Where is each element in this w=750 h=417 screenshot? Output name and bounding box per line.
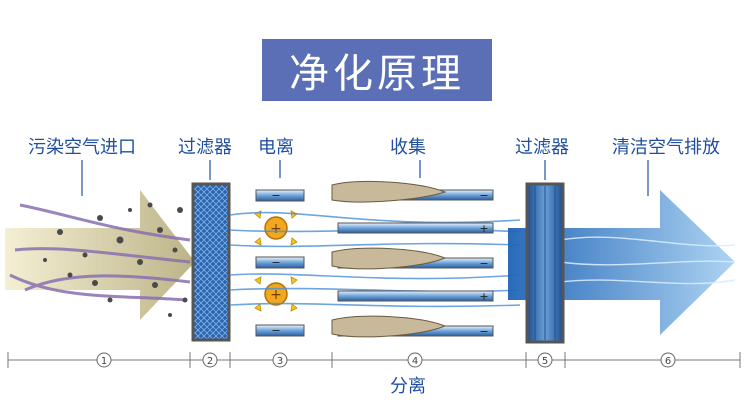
- filter-2: [525, 182, 565, 344]
- label-collection: 收集: [390, 137, 426, 158]
- separation-label: 分离: [390, 376, 426, 397]
- label-pointers: [81, 160, 649, 196]
- collected-dust: [331, 180, 447, 338]
- label-ionization: 电离: [258, 137, 294, 158]
- sign-minus: −: [271, 324, 280, 337]
- step-bracket: [7, 352, 741, 368]
- sign-minus: −: [479, 325, 488, 338]
- step-number: 3: [277, 356, 283, 367]
- outlet-airflow: [508, 190, 736, 335]
- label-filter-2: 过滤器: [515, 137, 569, 158]
- label-outlet: 清洁空气排放: [612, 137, 720, 158]
- collection-stage: [331, 180, 494, 338]
- step-number: 4: [412, 356, 418, 367]
- ion-particle: [264, 216, 288, 240]
- label-inlet: 污染空气进口: [28, 137, 136, 158]
- sign-plus: +: [479, 290, 488, 303]
- step-number: 6: [665, 356, 671, 367]
- sign-minus: −: [479, 189, 488, 202]
- label-filter-1: 过滤器: [178, 137, 232, 158]
- sign-plus: +: [479, 222, 488, 235]
- sign-minus: −: [479, 257, 488, 270]
- svg-text:+: +: [270, 221, 282, 237]
- step-markers: 1 2 3 4 5 6: [96, 352, 676, 368]
- step-number: 1: [101, 356, 107, 367]
- sign-minus: −: [271, 256, 280, 269]
- step-number: 2: [207, 356, 213, 367]
- dust-particles-inlet: [43, 202, 188, 317]
- diagram-title: 净化原理: [262, 39, 492, 101]
- inlet-airflow: [5, 190, 195, 320]
- filter-1: [191, 182, 231, 342]
- step-number: 5: [542, 356, 548, 367]
- svg-text:+: +: [270, 287, 282, 303]
- sign-minus: −: [271, 189, 280, 202]
